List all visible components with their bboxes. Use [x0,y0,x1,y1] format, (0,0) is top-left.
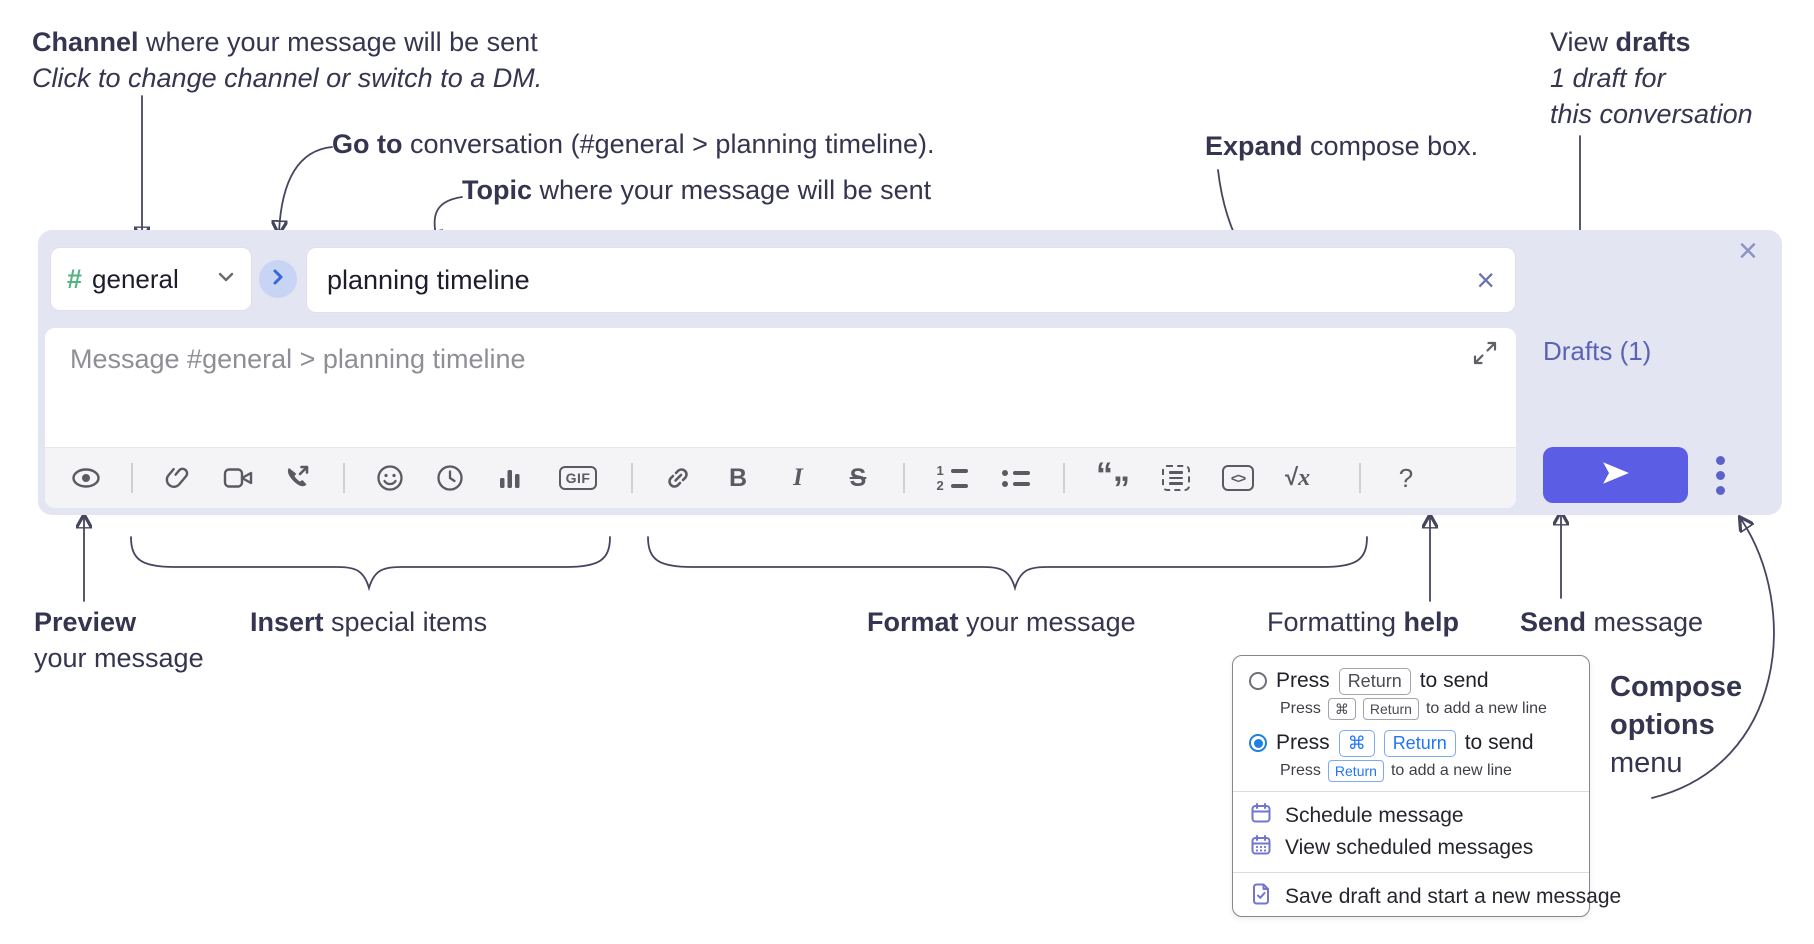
annotation-expand: Expand compose box. [1205,131,1479,161]
annotation-topic: Topic where your message will be sent [462,175,932,205]
menu-divider [1233,872,1589,873]
menu-option-cmd-return-to-send[interactable]: Press ⌘ Return to send [1249,728,1573,758]
menu-item-schedule-message[interactable]: Schedule message [1249,800,1573,832]
calendar-icon [1249,801,1273,831]
annotation-compose-options: Compose options menu [1610,671,1743,779]
annotation-goto: Go to conversation (#general > planning … [332,129,935,159]
menu-option-return-to-send[interactable]: Press Return to send [1249,666,1573,696]
annotation-view-drafts: View drafts 1 draft for this conversatio… [1550,27,1753,129]
menu-item-view-scheduled[interactable]: View scheduled messages [1249,832,1573,864]
compose-options-menu: Press Return to send Press ⌘ Return to a… [1232,655,1621,917]
gif-icon[interactable]: GIF [555,461,601,495]
chevron-right-icon [270,268,286,291]
send-icon [1600,459,1632,492]
channel-name: general [92,263,179,294]
chevron-down-icon [217,270,235,288]
video-camera-icon[interactable] [223,461,253,495]
code-icon[interactable]: <> [1221,461,1255,495]
expand-icon[interactable] [1472,340,1498,371]
quote-icon[interactable]: “” [1096,456,1130,508]
radio-unselected-icon[interactable] [1249,672,1267,690]
italic-icon[interactable]: I [793,464,803,491]
toolbar-divider [1359,463,1361,493]
help-icon[interactable]: ? [1398,462,1414,493]
topic-input[interactable]: planning timeline × [306,247,1516,313]
annotation-channel: Channel where your message will be sent … [32,27,543,93]
link-icon[interactable] [663,461,693,495]
annotation-formatting-help: Formatting help [1267,607,1460,637]
ordered-list-icon[interactable]: 1 2 [935,461,969,495]
annotation-insert: Insert special items [250,607,488,637]
bold-icon[interactable]: B [728,463,748,492]
send-button[interactable] [1543,447,1688,503]
channel-selector[interactable]: # general [50,247,252,311]
emoji-icon[interactable] [375,461,405,495]
bulleted-list-icon[interactable] [999,461,1033,495]
topic-value: planning timeline [327,264,530,295]
go-to-conversation-button[interactable] [259,260,297,298]
eye-icon[interactable] [71,461,101,495]
channel-hash-icon: # [67,263,83,294]
clear-icon[interactable]: × [1476,262,1495,298]
annotation-send: Send message [1520,607,1704,637]
toolbar-divider [131,463,133,493]
paperclip-icon[interactable] [163,461,193,495]
bar-chart-icon[interactable] [495,461,525,495]
toolbar-divider [343,463,345,493]
close-icon[interactable]: × [1738,232,1758,270]
calendar-grid-icon [1249,833,1273,863]
menu-option-return-sub: Press ⌘ Return to add a new line [1280,696,1573,721]
clock-icon[interactable] [435,461,465,495]
menu-divider [1233,791,1589,792]
toolbar-divider [903,463,905,493]
save-draft-icon [1249,882,1273,912]
phone-call-icon[interactable] [283,461,313,495]
radio-selected-icon[interactable] [1249,734,1267,752]
compose-toolbar: GIF B I S 1 2 “” <> [45,447,1516,508]
menu-option-cmd-return-sub: Press Return to add a new line [1280,758,1573,783]
annotation-preview: Preview your message [34,607,204,673]
toolbar-divider [631,463,633,493]
strikethrough-icon[interactable]: S [849,463,867,492]
message-input[interactable]: Message #general > planning timeline [45,328,1516,508]
code-block-icon[interactable] [1161,461,1191,495]
more-options-icon[interactable] [1716,456,1725,495]
message-placeholder: Message #general > planning timeline [70,344,526,374]
menu-item-save-draft[interactable]: Save draft and start a new message [1249,881,1621,913]
annotation-format: Format your message [867,607,1136,637]
toolbar-divider [1063,463,1065,493]
drafts-link[interactable]: Drafts (1) [1543,336,1652,366]
formula-icon[interactable]: √x [1285,464,1311,491]
